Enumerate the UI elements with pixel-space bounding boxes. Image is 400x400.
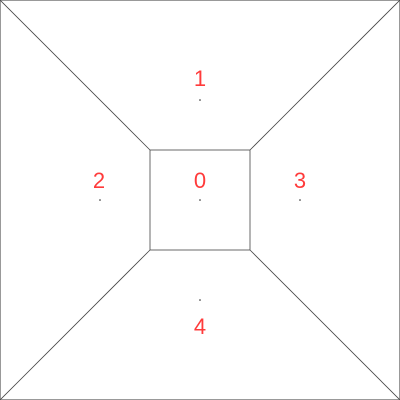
region-dot-1: [199, 99, 201, 101]
region-label-1: 1: [194, 66, 206, 91]
region-2: 2: [93, 168, 105, 201]
diagonal-top-right: [249, 0, 400, 151]
diagonal-top-left: [0, 0, 151, 151]
region-4: 4: [194, 299, 206, 339]
region-dot-2: [99, 199, 101, 201]
region-dot-3: [299, 199, 301, 201]
region-label-2: 2: [93, 168, 105, 193]
region-1: 1: [194, 66, 206, 101]
diagonal-bottom-left: [0, 249, 151, 400]
center-square: [149, 149, 251, 251]
region-0: 0: [194, 168, 206, 201]
region-label-3: 3: [294, 168, 306, 193]
region-dot-0: [199, 199, 201, 201]
diagonal-bottom-right: [249, 249, 400, 400]
region-label-4: 4: [194, 314, 206, 339]
region-dot-4: [199, 299, 201, 301]
region-3: 3: [294, 168, 306, 201]
region-label-0: 0: [194, 168, 206, 193]
